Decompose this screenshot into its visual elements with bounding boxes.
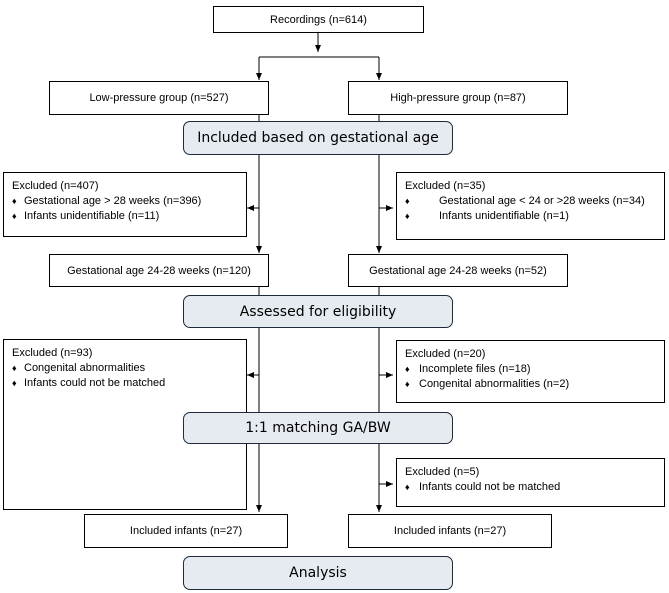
excluded-box-1-left: Excluded (n=407) ♦ Gestational age > 28 w… xyxy=(3,172,247,237)
bullet-icon: ♦ xyxy=(12,211,17,221)
stage-included-gestational-age: Included based on gestational age xyxy=(183,121,453,155)
excluded-title: Excluded (n=35) xyxy=(405,180,486,192)
included-infants-box-right: Included infants (n=27) xyxy=(348,514,552,548)
list-item-text: Congenital abnormalities (n=2) xyxy=(419,378,570,390)
excluded-title: Excluded (n=20) xyxy=(405,348,486,360)
bullet-icon: ♦ xyxy=(12,378,17,388)
bullet-icon: ♦ xyxy=(405,379,410,389)
excluded-title: Excluded (n=5) xyxy=(405,466,480,478)
list-item: ♦ Congenital abnormalities xyxy=(12,361,238,376)
list-item-text: Congenital abnormalities xyxy=(24,362,146,374)
stage-matching: 1:1 matching GA/BW xyxy=(183,412,453,444)
list-item-text: Infants could not be matched xyxy=(24,377,166,389)
list-item: ♦ Infants unidentifiable (n=11) xyxy=(12,209,238,224)
list-item: ♦ Infants could not be matched xyxy=(405,480,656,495)
low-pressure-group-box: Low-pressure group (n=527) xyxy=(49,81,269,115)
stage-assessed-eligibility: Assessed for eligibility xyxy=(183,295,453,328)
list-item: ♦ Infants unidentifiable (n=1) xyxy=(405,209,656,224)
excluded-title: Excluded (n=93) xyxy=(12,347,93,359)
list-item-text: Gestational age > 28 weeks (n=396) xyxy=(24,195,202,207)
excluded-box-1-right: Excluded (n=35) ♦ Gestational age < 24 or… xyxy=(396,172,665,240)
bullet-icon: ♦ xyxy=(405,196,410,206)
list-item: ♦ Gestational age > 28 weeks (n=396) xyxy=(12,194,238,209)
excluded-box-3-right: Excluded (n=5) ♦ Infants could not be mat… xyxy=(396,458,665,507)
list-item-text: Infants unidentifiable (n=1) xyxy=(439,210,569,222)
list-item: ♦ Congenital abnormalities (n=2) xyxy=(405,377,656,392)
bullet-icon: ♦ xyxy=(12,196,17,206)
list-item-text: Infants unidentifiable (n=11) xyxy=(24,210,160,222)
list-item: ♦ Incomplete files (n=18) xyxy=(405,362,656,377)
excluded-title: Excluded (n=407) xyxy=(12,180,99,192)
gestational-age-box-left: Gestational age 24-28 weeks (n=120) xyxy=(49,254,269,287)
list-item-text: Incomplete files (n=18) xyxy=(419,363,531,375)
bullet-icon: ♦ xyxy=(405,364,410,374)
gestational-age-box-right: Gestational age 24-28 weeks (n=52) xyxy=(348,254,568,287)
stage-analysis: Analysis xyxy=(183,556,453,590)
included-infants-box-left: Included infants (n=27) xyxy=(84,514,288,548)
list-item: ♦ Infants could not be matched xyxy=(12,376,238,391)
bullet-icon: ♦ xyxy=(12,363,17,373)
list-item: ♦ Gestational age < 24 or >28 weeks (n=34… xyxy=(405,194,656,209)
bullet-icon: ♦ xyxy=(405,482,410,492)
list-item-text: Infants could not be matched xyxy=(419,481,561,493)
recordings-box: Recordings (n=614) xyxy=(213,6,424,33)
high-pressure-group-box: High-pressure group (n=87) xyxy=(348,81,568,115)
list-item-text: Gestational age < 24 or >28 weeks (n=34) xyxy=(439,195,645,207)
bullet-icon: ♦ xyxy=(405,211,410,221)
excluded-box-2-right: Excluded (n=20) ♦ Incomplete files (n=18)… xyxy=(396,340,665,403)
